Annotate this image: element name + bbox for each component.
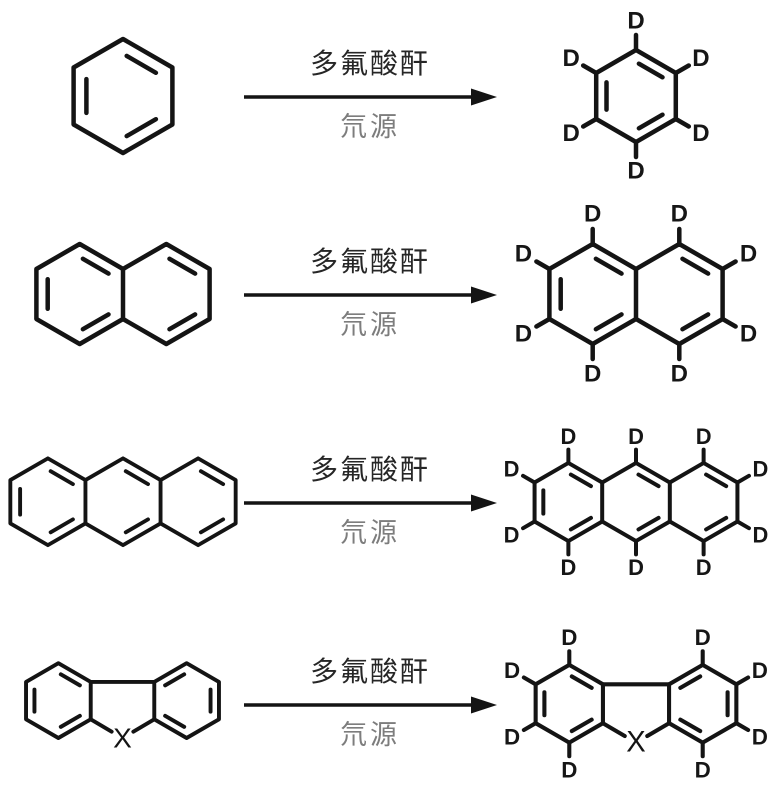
reagent-label: 多氟酸酐 (309, 454, 430, 486)
deuterium-atom-label: D (752, 725, 768, 750)
reaction-row-naphthalene: 多氟酸酐 氘源 D D D D D D D D (0, 192, 777, 396)
reaction-arrow (244, 286, 497, 304)
reaction-arrow (244, 88, 497, 106)
reaction-row-anthracene: 多氟酸酐 氘源 D D D D D D D D (0, 396, 777, 608)
deuterium-atom-label: D (562, 45, 579, 72)
reagent-label: 多氟酸酐 (309, 656, 430, 688)
reaction-row-benzene: 多氟酸酐 氘源 D D D D D D (0, 0, 777, 192)
deuterium-atom-label: D (671, 361, 688, 388)
deuterium-source-label: 氘源 (340, 720, 400, 751)
reaction-row-dibenzoheterocycle: X 多氟酸酐 氘源 X D (0, 608, 777, 800)
dibenzoheterocycle-d8-structure: X D D D D D D D D (504, 625, 768, 783)
deuterium-atom-label: D (696, 555, 712, 580)
deuterium-atom-label: D (628, 555, 644, 580)
heteroatom-x-label: X (113, 722, 132, 753)
naphthalene-d8-structure: D D D D D D D D (515, 201, 758, 388)
deuterium-atom-label: D (561, 625, 577, 650)
deuterium-atom-label: D (504, 522, 520, 547)
deuterium-atom-label: D (752, 658, 768, 683)
deuterium-atom-label: D (753, 457, 769, 482)
deuterium-atom-label: D (515, 241, 532, 268)
deuterium-source-label: 氘源 (340, 310, 400, 341)
dibenzoheterocycle-structure: X (24, 660, 221, 753)
heteroatom-x-label: X (626, 727, 645, 759)
deuterium-atom-label: D (692, 120, 709, 147)
anthracene-structure (7, 456, 238, 548)
naphthalene-structure (33, 241, 212, 347)
deuterium-atom-label: D (584, 361, 601, 388)
reagent-label: 多氟酸酐 (309, 246, 430, 278)
reagent-label: 多氟酸酐 (309, 48, 430, 80)
deuterium-atom-label: D (695, 625, 711, 650)
deuterium-atom-label: D (740, 241, 757, 268)
deuterium-source-label: 氘源 (340, 112, 400, 143)
deuterium-atom-label: D (753, 522, 769, 547)
deuterium-atom-label: D (628, 424, 644, 449)
deuterium-atom-label: D (740, 321, 757, 348)
deuterium-atom-label: D (560, 555, 576, 580)
deuterium-atom-label: D (696, 424, 712, 449)
deuterium-atom-label: D (561, 758, 577, 783)
deuterium-atom-label: D (504, 658, 520, 683)
deuterium-atom-label: D (695, 758, 711, 783)
deuterium-atom-label: D (515, 321, 532, 348)
deuterium-atom-label: D (504, 725, 520, 750)
deuterium-atom-label: D (562, 120, 579, 147)
deuterium-atom-label: D (504, 457, 520, 482)
deuterium-atom-label: D (627, 158, 644, 185)
benzene-structure (70, 36, 175, 156)
reaction-arrow (244, 696, 497, 714)
deuterium-atom-label: D (627, 8, 644, 35)
deuterium-source-label: 氘源 (340, 518, 400, 549)
deuterium-atom-label: D (560, 424, 576, 449)
reaction-arrow (244, 494, 497, 512)
benzene-d6-structure: D D D D D D (562, 8, 709, 185)
anthracene-d10-structure: D D D D D D D D D D (504, 424, 769, 580)
deuterium-atom-label: D (692, 45, 709, 72)
deuterium-atom-label: D (584, 201, 601, 228)
deuterium-atom-label: D (671, 201, 688, 228)
